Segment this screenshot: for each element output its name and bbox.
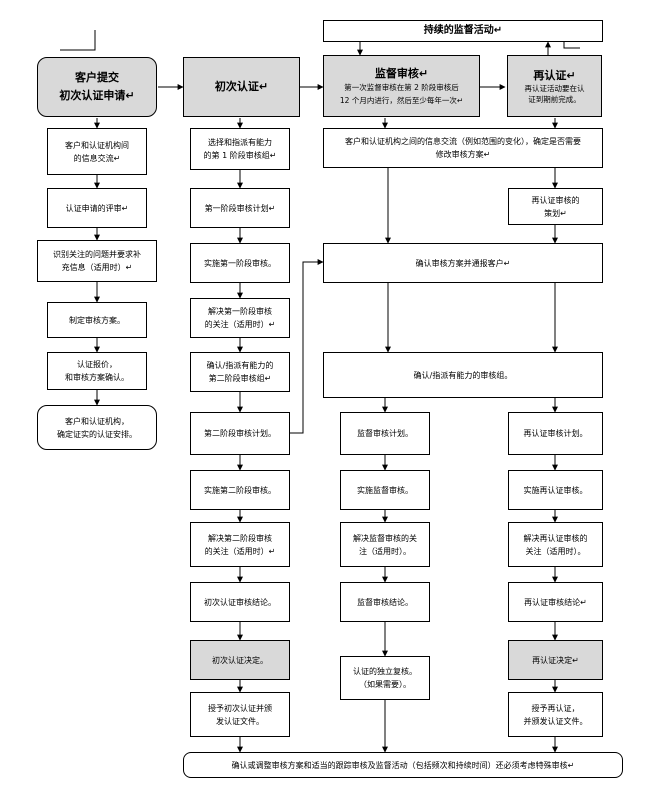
surveillance-audit-header: 监督审核↵ 第一次监督审核在第 2 阶段审核后 12 个月内进行，然后至少每年一… [323,55,480,117]
step-label: 客户和认证机构， 确定证实的认证安排。 [57,416,137,439]
step-label: 再认证审核计划。 [523,429,588,438]
confirm-plan-label: 确认审核方案并通报客户↵ [415,258,511,268]
step-label: 初次认证决定。 [212,655,268,665]
bottom-adjustment-box: 确认或调整审核方案和适当的跟踪审核及监督活动（包括频次和持续时间）还必须考虑特殊… [183,752,623,778]
col2-step: 第一阶段审核计划↵ [190,188,290,228]
col1-step: 认证报价， 和审核方案确认。 [47,352,147,390]
surveillance-audit-title: 监督审核↵ [374,66,429,80]
step-label: 确认/指派有能力的 第二阶段审核组↵ [206,361,274,383]
banner-label: 持续的监督活动↵ [423,25,503,36]
initial-certification-label: 初次认证↵ [214,80,269,93]
col3-step: 解决监督审核的关 注（适用时）。 [340,522,430,567]
step-label: 选择和指派有能力 的第 1 阶段审核组↵ [203,138,277,160]
col3-step: 认证的独立复核。 （如果需要）。 [340,656,430,700]
col4-step: 实施再认证审核。 [508,470,603,510]
col2-step: 选择和指派有能力 的第 1 阶段审核组↵ [190,128,290,170]
step-label: 解决再认证审核的 关注（适用时）。 [523,533,588,556]
col3-step: 监督审核结论。 [340,582,430,622]
client-application-label: 客户提交 初次认证申请↵ [59,71,135,102]
step-label: 认证申请的评审↵ [65,203,129,213]
col4-step: 解决再认证审核的 关注（适用时）。 [508,522,603,567]
step-label: 监督审核结论。 [357,597,413,607]
client-application-header: 客户提交 初次认证申请↵ [37,57,157,117]
step-label: 第一阶段审核计划↵ [204,203,276,213]
info-exchange-box: 客户和认证机构之间的信息交流（例如范围的变化），确定是否需要 修改审核方案↵ [323,128,603,168]
col4-step: 再认证审核计划。 [508,412,603,455]
col1-step: 制定审核方案。 [47,302,147,338]
recertification-note: 再认证活动要在认 证到期前完成。 [524,83,585,104]
col4-step: 再认证决定↵ [508,640,603,680]
col1-step: 客户和认证机构间 的信息交流↵ [47,128,147,175]
col2-step: 初次认证审核结论。 [190,582,290,622]
col2-step: 第二阶段审核计划。 [190,412,290,455]
col3-step: 监督审核计划。 [340,412,430,455]
recert-planning-box: 再认证审核的 策划↵ [508,188,603,225]
recertification-title: 再认证↵ [533,68,576,82]
step-label: 再认证决定↵ [532,655,579,665]
assign-team-box: 确认/指派有能力的审核组。 [323,352,603,398]
col2-step: 授予初次认证并颁 发认证文件。 [190,692,290,737]
col4-step: 授予再认证， 并颁发认证文件。 [508,692,603,737]
step-label: 解决监督审核的关 注（适用时）。 [353,533,417,556]
step-label: 认证的独立复核。 （如果需要）。 [353,667,417,689]
col2-step: 确认/指派有能力的 第二阶段审核组↵ [190,352,290,392]
step-label: 授予再认证， 并颁发认证文件。 [523,703,588,726]
col1-step: 客户和认证机构， 确定证实的认证安排。 [37,405,157,450]
step-label: 初次认证审核结论。 [204,597,276,607]
ongoing-surveillance-banner: 持续的监督活动↵ [323,20,603,42]
step-label: 制定审核方案。 [69,315,125,325]
col2-step: 解决第一阶段审核 的关注（适用时）↵ [190,298,290,338]
info-exchange-label: 客户和认证机构之间的信息交流（例如范围的变化），确定是否需要 修改审核方案↵ [345,137,581,159]
step-label: 实施监督审核。 [357,485,413,495]
col4-step: 再认证审核结论↵ [508,582,603,622]
bottom-adjustment-label: 确认或调整审核方案和适当的跟踪审核及监督活动（包括频次和持续时间）还必须考虑特殊… [231,760,575,770]
step-label: 实施再认证审核。 [523,485,588,495]
initial-certification-header: 初次认证↵ [183,57,300,117]
col2-step: 解决第二阶段审核 的关注（适用时）↵ [190,522,290,567]
col3-step: 实施监督审核。 [340,470,430,510]
step-label: 解决第一阶段审核 的关注（适用时）↵ [204,307,276,329]
step-label: 授予初次认证并颁 发认证文件。 [208,703,272,726]
col1-step: 认证申请的评审↵ [47,188,147,228]
step-label: 实施第二阶段审核。 [204,485,276,495]
step-label: 再认证审核结论↵ [524,597,587,607]
step-label: 实施第一阶段审核。 [204,258,276,268]
step-label: 客户和认证机构间 的信息交流↵ [65,140,129,163]
step-label: 监督审核计划。 [357,429,413,438]
col2-step: 初次认证决定。 [190,640,290,680]
recert-planning-label: 再认证审核的 策划↵ [531,195,580,218]
step-label: 解决第二阶段审核 的关注（适用时）↵ [204,533,276,556]
step-label: 第二阶段审核计划。 [204,429,276,438]
col1-step: 识别关注的问题并要求补 充信息（适用时）↵ [37,240,157,282]
assign-team-label: 确认/指派有能力的审核组。 [413,370,513,380]
step-label: 认证报价， 和审核方案确认。 [65,360,129,382]
step-label: 识别关注的问题并要求补 充信息（适用时）↵ [53,250,141,272]
recertification-header: 再认证↵ 再认证活动要在认 证到期前完成。 [507,55,602,117]
surveillance-audit-note: 第一次监督审核在第 2 阶段审核后 12 个月内进行，然后至少每年一次↵ [339,82,464,105]
confirm-plan-box: 确认审核方案并通报客户↵ [323,243,603,283]
col2-step: 实施第一阶段审核。 [190,243,290,283]
col2-step: 实施第二阶段审核。 [190,470,290,510]
